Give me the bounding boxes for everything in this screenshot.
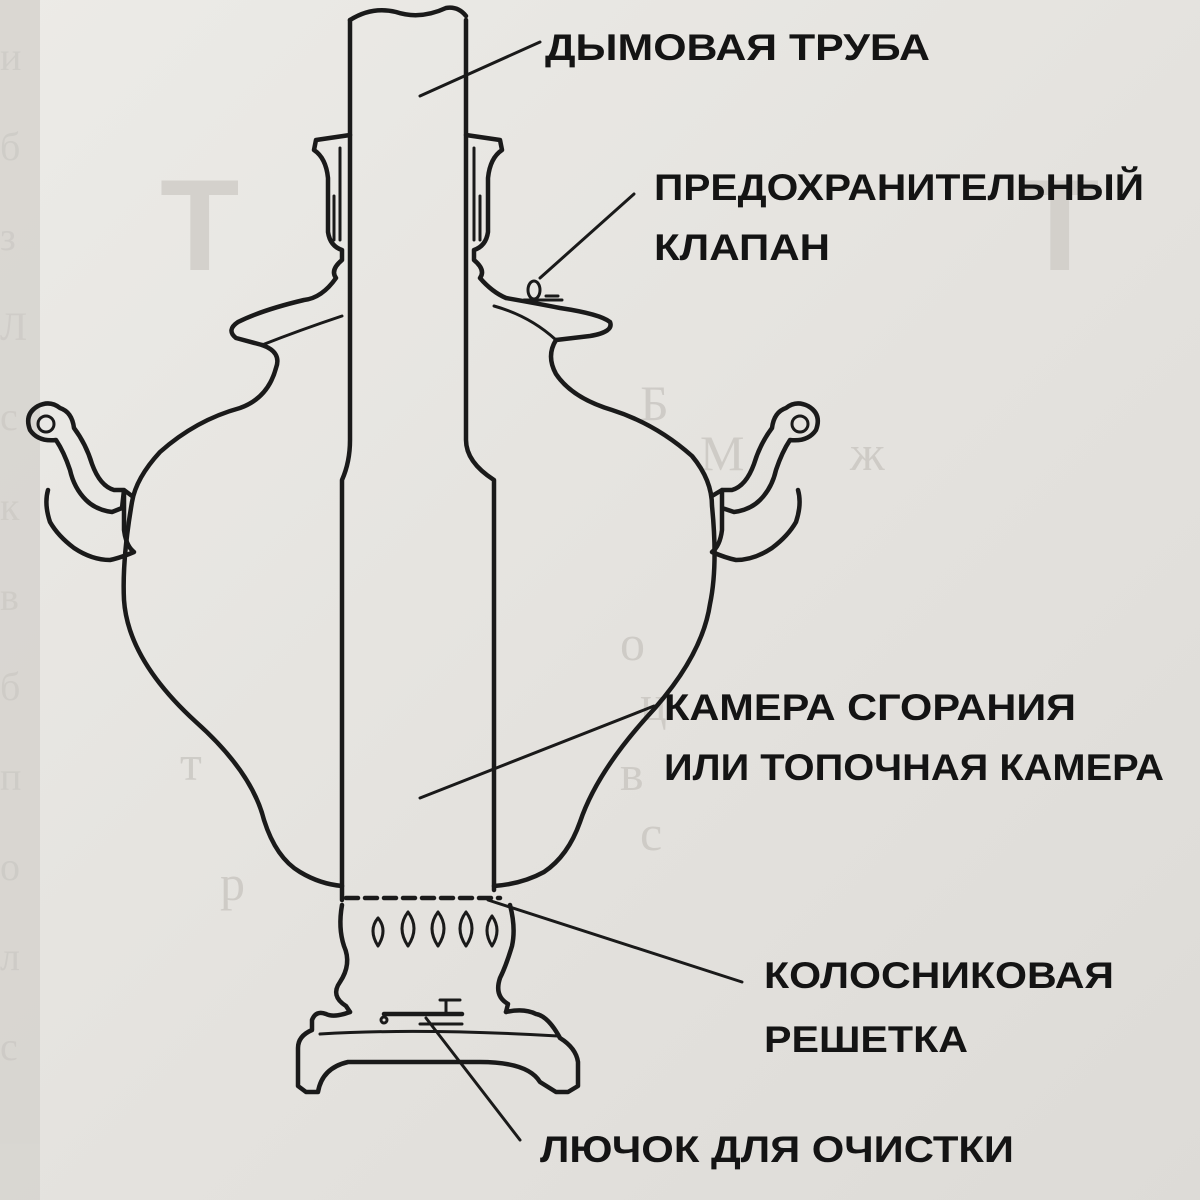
svg-text:в: в (0, 574, 19, 619)
label-chimney: ДЫМОВАЯ ТРУБА (545, 27, 930, 68)
leader-hatch (424, 1016, 522, 1142)
crown-right (463, 132, 613, 343)
svg-text:T: T (1020, 152, 1099, 298)
svg-text:в: в (620, 745, 644, 801)
vessel-body-left (121, 342, 345, 889)
label-grate-line2: РЕШЕТКА (764, 1019, 968, 1060)
handle-left-ring (36, 414, 56, 434)
svg-text:к: к (0, 484, 20, 529)
vessel-body-right (491, 337, 717, 889)
leader-lines (418, 40, 744, 1142)
label-chamber-line1: КАМЕРА СГОРАНИЯ (664, 687, 1076, 728)
samovar-drawing (26, 5, 820, 1095)
firebox-right (496, 902, 516, 1015)
base-stand (295, 1008, 581, 1095)
svg-text:р: р (220, 855, 245, 911)
base-inner (318, 1029, 560, 1038)
label-valve-line2: КЛАПАН (654, 227, 830, 268)
label-hatch: ЛЮЧОК ДЛЯ ОЧИСТКИ (540, 1129, 1014, 1170)
safety-valve (522, 279, 564, 302)
chimney-top-rim (347, 5, 469, 23)
crown-right-inner (472, 146, 482, 242)
svg-text:о: о (620, 615, 645, 671)
svg-text:и: и (0, 34, 21, 79)
svg-text:т: т (180, 735, 202, 791)
leader-grate (486, 898, 744, 984)
svg-text:ж: ж (849, 425, 885, 481)
svg-text:с: с (0, 394, 18, 439)
svg-text:з: з (0, 214, 16, 259)
vent-holes (371, 910, 499, 948)
lid-right (492, 304, 558, 342)
firebox-left (333, 902, 353, 1015)
handle-right-ring (790, 414, 810, 434)
label-valve-line1: ПРЕДОХРАНИТЕЛЬНЫЙ (654, 166, 1144, 208)
lid-left (260, 314, 344, 347)
label-chamber-line2: ИЛИ ТОПОЧНАЯ КАМЕРА (664, 747, 1164, 788)
handle-left (26, 401, 137, 563)
crown-left-inner (332, 146, 342, 242)
svg-text:М: М (700, 425, 744, 481)
label-grate-line1: КОЛОСНИКОВАЯ (764, 955, 1114, 996)
leader-chamber (418, 704, 656, 800)
handle-right (709, 401, 820, 563)
svg-text:б: б (0, 664, 20, 709)
svg-text:с: с (640, 805, 662, 861)
svg-text:о: о (0, 844, 20, 889)
labels: ДЫМОВАЯ ТРУБА ПРЕДОХРАНИТЕЛЬНЫЙ КЛАПАН К… (540, 27, 1164, 1170)
leader-valve (538, 192, 636, 280)
leader-chimney (418, 40, 542, 98)
svg-text:T: T (160, 152, 239, 298)
chimney-pipe (339, 17, 497, 903)
cleaning-hatch (379, 998, 465, 1026)
bleed-left-column: ибз Лск вбп олс (0, 34, 27, 1069)
svg-text:с: с (0, 1024, 18, 1069)
svg-text:п: п (0, 754, 21, 799)
svg-text:л: л (0, 934, 20, 979)
page-edge-shadow (0, 0, 40, 1200)
crown-left (229, 132, 353, 348)
svg-text:Л: Л (0, 304, 27, 349)
svg-text:б: б (0, 124, 20, 169)
